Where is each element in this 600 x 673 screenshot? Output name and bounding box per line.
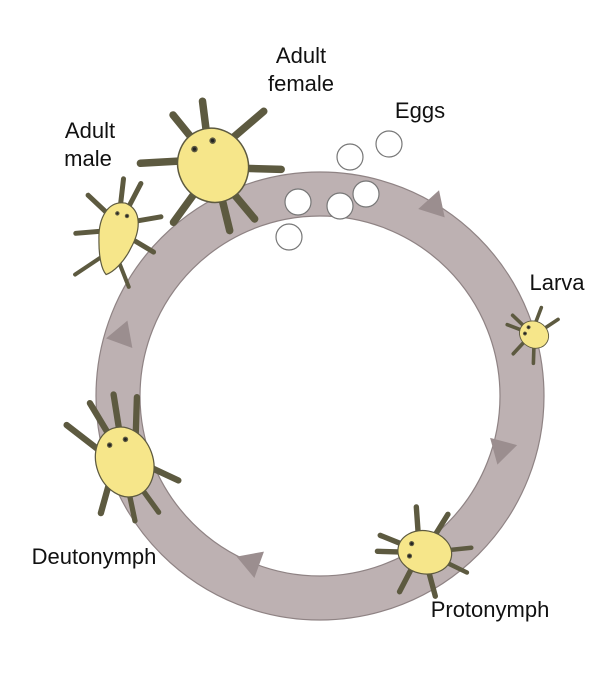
egg-icon [352, 180, 380, 208]
label-protonymph: Protonymph [431, 597, 550, 622]
egg-icon [375, 130, 403, 158]
life-cycle-ring [96, 172, 544, 620]
label-adult-male-line2: male [64, 146, 112, 171]
label-adult-female-line2: female [268, 71, 334, 96]
egg-icon [336, 143, 364, 171]
egg-icon [326, 192, 354, 220]
eggs-cluster [275, 130, 403, 251]
ring-inner-edge [139, 215, 501, 577]
protonymph-mite-icon [374, 504, 474, 599]
label-larva: Larva [529, 270, 585, 295]
egg-icon [284, 188, 312, 216]
adult-female-mite-icon [136, 97, 285, 235]
label-adult-male-line1: Adult [65, 118, 115, 143]
adult-male-mite-icon [73, 176, 164, 289]
deutonymph-mite-icon [63, 391, 182, 524]
arrow-top-right [418, 190, 445, 218]
egg-icon [275, 223, 303, 251]
arrow-bottom [236, 551, 264, 578]
arrow-left [106, 320, 133, 348]
larva-mite-icon [505, 305, 560, 366]
ring-outer-edge [95, 171, 545, 621]
label-eggs: Eggs [395, 98, 445, 123]
arrow-right [490, 437, 518, 465]
label-adult-female-line1: Adult [276, 43, 326, 68]
label-deutonymph: Deutonymph [32, 544, 157, 569]
